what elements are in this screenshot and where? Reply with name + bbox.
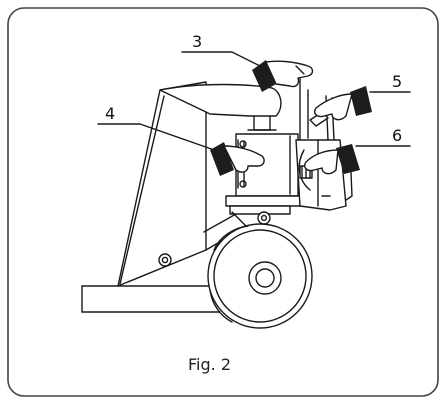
hand-callout-5: 5 (314, 72, 411, 121)
hand-callout-4: 4 (97, 104, 265, 176)
figure-frame (7, 7, 439, 397)
load-wheel (207, 223, 313, 329)
chassis (81, 81, 241, 313)
upper-arm (159, 83, 282, 131)
callout-label-5: 5 (392, 72, 402, 91)
callout-label-4: 4 (105, 104, 115, 123)
callout-label-3: 3 (192, 32, 202, 51)
callout-label-6: 6 (392, 126, 402, 145)
figure-caption: Fig. 2 (188, 355, 231, 374)
hand-callout-3: 3 (181, 32, 314, 92)
pump-housing (225, 133, 301, 227)
hand-callout-6: 6 (304, 126, 411, 175)
